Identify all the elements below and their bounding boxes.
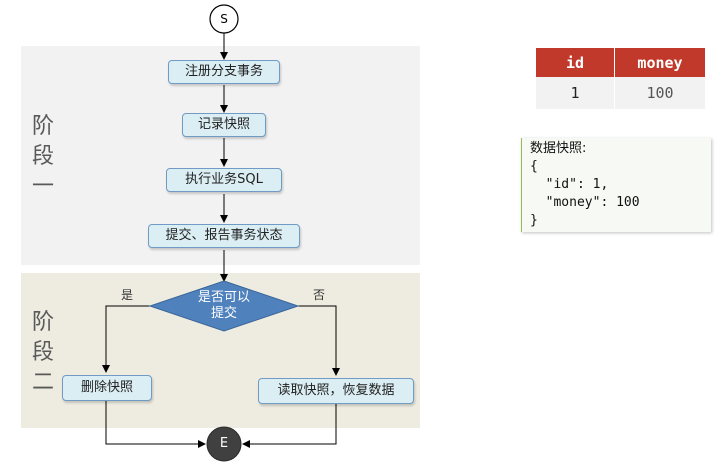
decision-text-line-1: 是否可以 [197, 290, 250, 305]
table-header-id: id [536, 48, 615, 77]
start-label: S [220, 12, 228, 26]
yes-branch-label: 是 [121, 288, 134, 302]
action-delete-snapshot: 删除快照 [62, 375, 152, 401]
table-cell-id: 1 [536, 77, 615, 109]
action-restore-data: 读取快照，恢复数据 [258, 378, 414, 404]
step-report-status: 提交、报告事务状态 [148, 224, 300, 248]
snapshot-box: 数据快照: { "id": 1, "money": 100 } [521, 138, 711, 232]
snapshot-line-2: "id": 1, [530, 177, 609, 192]
table-row: 1 100 [536, 77, 705, 109]
stage-two-label: 阶段二 [31, 310, 54, 395]
decision-text: 是否可以 提交 [180, 290, 268, 322]
table-header-row: id money [536, 48, 705, 77]
snapshot-line-3: "money": 100 [530, 195, 640, 210]
snapshot-title: 数据快照: [530, 141, 587, 156]
stage-one-label: 阶段一 [31, 114, 54, 199]
snapshot-line-1: { [530, 159, 538, 174]
table-cell-money: 100 [614, 77, 705, 109]
no-branch-label: 否 [313, 288, 326, 302]
snapshot-line-4: } [530, 213, 538, 228]
step-register-branch: 注册分支事务 [168, 60, 280, 84]
end-terminal [206, 426, 242, 462]
end-label: E [219, 436, 229, 451]
data-table: id money 1 100 [536, 48, 705, 109]
decision-text-line-2: 提交 [210, 306, 237, 321]
step-record-snapshot: 记录快照 [182, 113, 266, 137]
decision-diamond [148, 280, 300, 332]
table-header-money: money [614, 48, 705, 77]
step-execute-sql: 执行业务SQL [166, 168, 282, 192]
start-terminal [209, 4, 239, 34]
